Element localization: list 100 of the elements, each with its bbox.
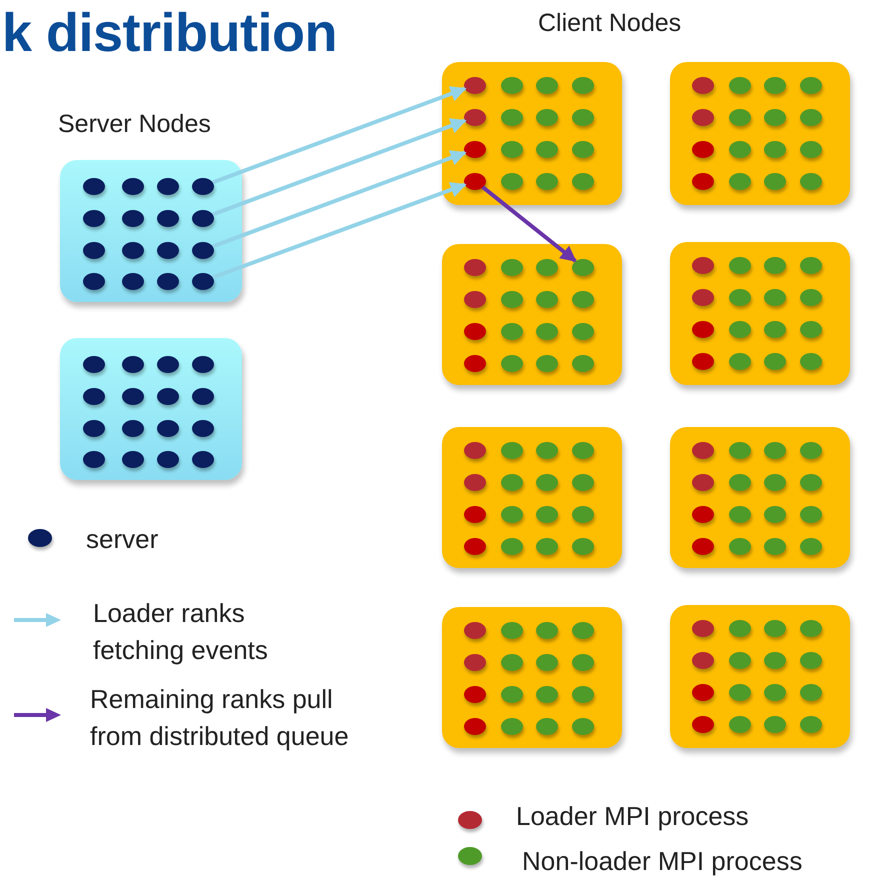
server-dot	[192, 356, 214, 372]
process-dot	[501, 108, 523, 126]
process-dot	[729, 474, 751, 490]
server-dot	[83, 272, 105, 290]
process-dot	[729, 172, 751, 190]
process-dot	[764, 288, 786, 306]
legend-label: server	[86, 523, 160, 556]
process-dot	[800, 716, 822, 732]
process-dot	[536, 76, 558, 94]
server-dot	[122, 356, 144, 372]
process-dot	[572, 538, 594, 554]
server-dot	[122, 242, 144, 258]
loader-dot	[692, 652, 714, 668]
process-dot	[729, 716, 751, 732]
process-dot	[572, 442, 594, 458]
process-dot	[800, 172, 822, 190]
process-dot	[572, 622, 594, 638]
loader-dot	[692, 474, 714, 490]
server-dot	[122, 210, 144, 226]
loader-dot	[464, 108, 486, 126]
client-node-box	[442, 62, 622, 205]
loader-dot	[464, 354, 486, 372]
server-dot	[83, 356, 105, 372]
process-dot	[501, 258, 523, 276]
process-dot	[764, 684, 786, 700]
process-dot	[764, 716, 786, 732]
process-dot	[764, 474, 786, 490]
process-dot	[729, 684, 751, 700]
process-dot	[536, 506, 558, 522]
process-dot	[572, 258, 594, 276]
process-dot	[536, 538, 558, 554]
server-dot	[192, 242, 214, 258]
loader-dot	[692, 256, 714, 274]
client-node-box	[442, 607, 622, 748]
process-dot	[800, 442, 822, 458]
server-dot	[83, 242, 105, 258]
loader-dot	[464, 140, 486, 158]
client-node-box	[442, 244, 622, 385]
process-dot	[800, 320, 822, 338]
process-dot	[572, 76, 594, 94]
server-node-box	[60, 160, 242, 302]
loader-dot	[464, 654, 486, 670]
client-node-box	[670, 427, 850, 568]
process-dot	[572, 506, 594, 522]
server-dot	[192, 420, 214, 436]
loader-dot	[692, 538, 714, 554]
process-dot	[536, 140, 558, 158]
process-dot	[501, 354, 523, 372]
loader-dot	[692, 620, 714, 636]
process-dot	[572, 354, 594, 372]
process-dot	[572, 718, 594, 734]
arrow	[481, 186, 577, 262]
process-dot	[572, 322, 594, 340]
client-node-box	[442, 427, 622, 568]
process-dot	[572, 172, 594, 190]
server-dot	[157, 356, 179, 372]
legend-label: Remaining ranks pull from distributed queue	[90, 683, 350, 753]
loader-dot	[464, 172, 486, 190]
process-dot	[572, 686, 594, 702]
process-dot	[764, 172, 786, 190]
process-dot	[501, 718, 523, 734]
server-dot	[157, 178, 179, 194]
process-dot	[536, 654, 558, 670]
process-dot	[501, 290, 523, 308]
process-dot	[800, 76, 822, 94]
process-dot	[800, 620, 822, 636]
process-dot	[729, 620, 751, 636]
process-dot	[800, 256, 822, 274]
process-dot	[501, 172, 523, 190]
process-dot	[800, 288, 822, 306]
server-dot	[122, 450, 144, 468]
process-dot	[729, 256, 751, 274]
arrow	[212, 86, 467, 184]
loader-dot	[692, 506, 714, 522]
process-dot	[764, 538, 786, 554]
server-dot	[157, 420, 179, 436]
loader-dot	[464, 322, 486, 340]
process-dot	[764, 442, 786, 458]
server-dot	[83, 388, 105, 404]
process-dot	[800, 474, 822, 490]
process-dot	[572, 474, 594, 490]
loader-dot	[692, 288, 714, 306]
process-dot	[572, 654, 594, 670]
process-dot	[501, 140, 523, 158]
server-dot	[157, 272, 179, 290]
process-dot	[764, 76, 786, 94]
title: k distribution	[2, 2, 337, 65]
process-dot	[501, 506, 523, 522]
process-dot	[501, 442, 523, 458]
loader-dot	[464, 538, 486, 554]
loader-dot	[464, 718, 486, 734]
process-dot	[729, 506, 751, 522]
process-dot	[501, 322, 523, 340]
loader-dot	[692, 140, 714, 158]
loader-dot	[464, 506, 486, 522]
server-dot	[157, 210, 179, 226]
legend-label: Loader ranks fetching events	[93, 597, 269, 667]
process-dot	[764, 352, 786, 370]
loader-dot	[692, 352, 714, 370]
server-dot	[192, 388, 214, 404]
